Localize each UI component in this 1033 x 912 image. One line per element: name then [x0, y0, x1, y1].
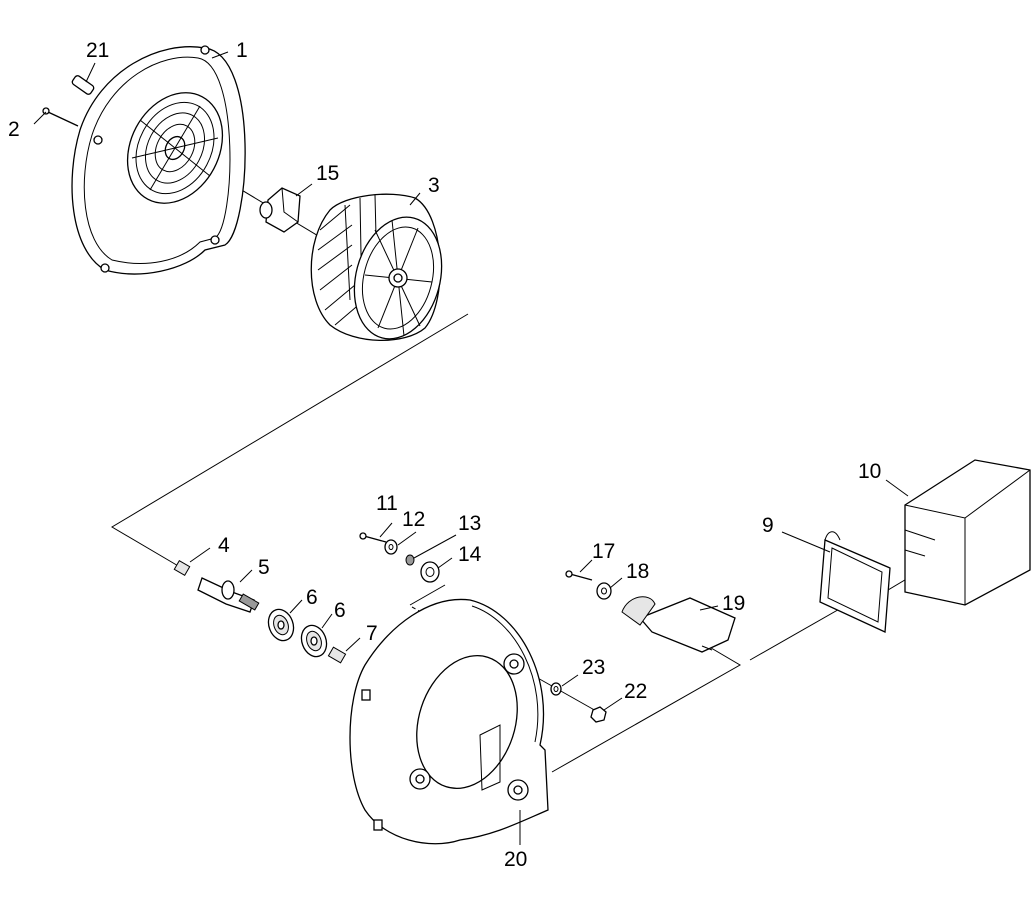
callout-19: 19 — [722, 592, 745, 615]
filter-box-part-10 — [904, 459, 1031, 606]
callout-7: 7 — [366, 622, 378, 645]
callout-21: 21 — [86, 39, 109, 62]
screw-part-11 — [359, 532, 387, 543]
callout-4: 4 — [218, 534, 230, 557]
fan-cover-part-1 — [71, 45, 246, 275]
callout-11: 11 — [376, 492, 398, 515]
shaft-part-5 — [197, 577, 260, 613]
callout-22: 22 — [624, 680, 647, 703]
nut-part-22 — [590, 706, 607, 723]
callout-6b: 6 — [334, 599, 346, 622]
sleeve-part-7 — [327, 646, 347, 664]
flap-part-19 — [621, 596, 736, 653]
callout-10: 10 — [858, 460, 881, 483]
callout-23: 23 — [582, 656, 605, 679]
callout-6a: 6 — [306, 586, 318, 609]
screw-part-17 — [565, 570, 593, 581]
washer-part-23 — [550, 682, 562, 696]
blower-housing-part-20 — [349, 598, 549, 845]
callout-5: 5 — [258, 556, 270, 579]
bearing-part-6b — [300, 624, 328, 658]
callout-18: 18 — [626, 560, 649, 583]
washer-part-12 — [384, 539, 398, 555]
callout-9: 9 — [762, 514, 774, 537]
pin-part-21 — [71, 75, 95, 95]
callout-20: 20 — [504, 848, 527, 871]
callout-2: 2 — [8, 118, 20, 141]
callout-15: 15 — [316, 162, 339, 185]
callout-leader-lines — [33, 51, 909, 845]
nut-part-14 — [420, 561, 440, 583]
callout-13: 13 — [458, 512, 481, 535]
filter-frame-part-9 — [819, 531, 891, 633]
callout-1: 1 — [236, 39, 248, 62]
callout-3: 3 — [428, 174, 440, 197]
bushing-part-4 — [173, 559, 191, 577]
hub-adapter-part-15 — [259, 187, 301, 233]
screw-part-2 — [42, 107, 79, 127]
washer-part-18 — [596, 582, 612, 600]
callout-12: 12 — [402, 508, 425, 531]
callout-14: 14 — [458, 543, 482, 566]
bearing-part-6a — [267, 608, 295, 642]
bushing-part-13 — [405, 554, 415, 566]
callout-17: 17 — [592, 540, 615, 563]
callout-labels: 1 2 21 15 3 4 5 6 6 7 11 12 13 14 17 18 … — [8, 39, 881, 871]
impeller-part-3 — [310, 193, 443, 342]
